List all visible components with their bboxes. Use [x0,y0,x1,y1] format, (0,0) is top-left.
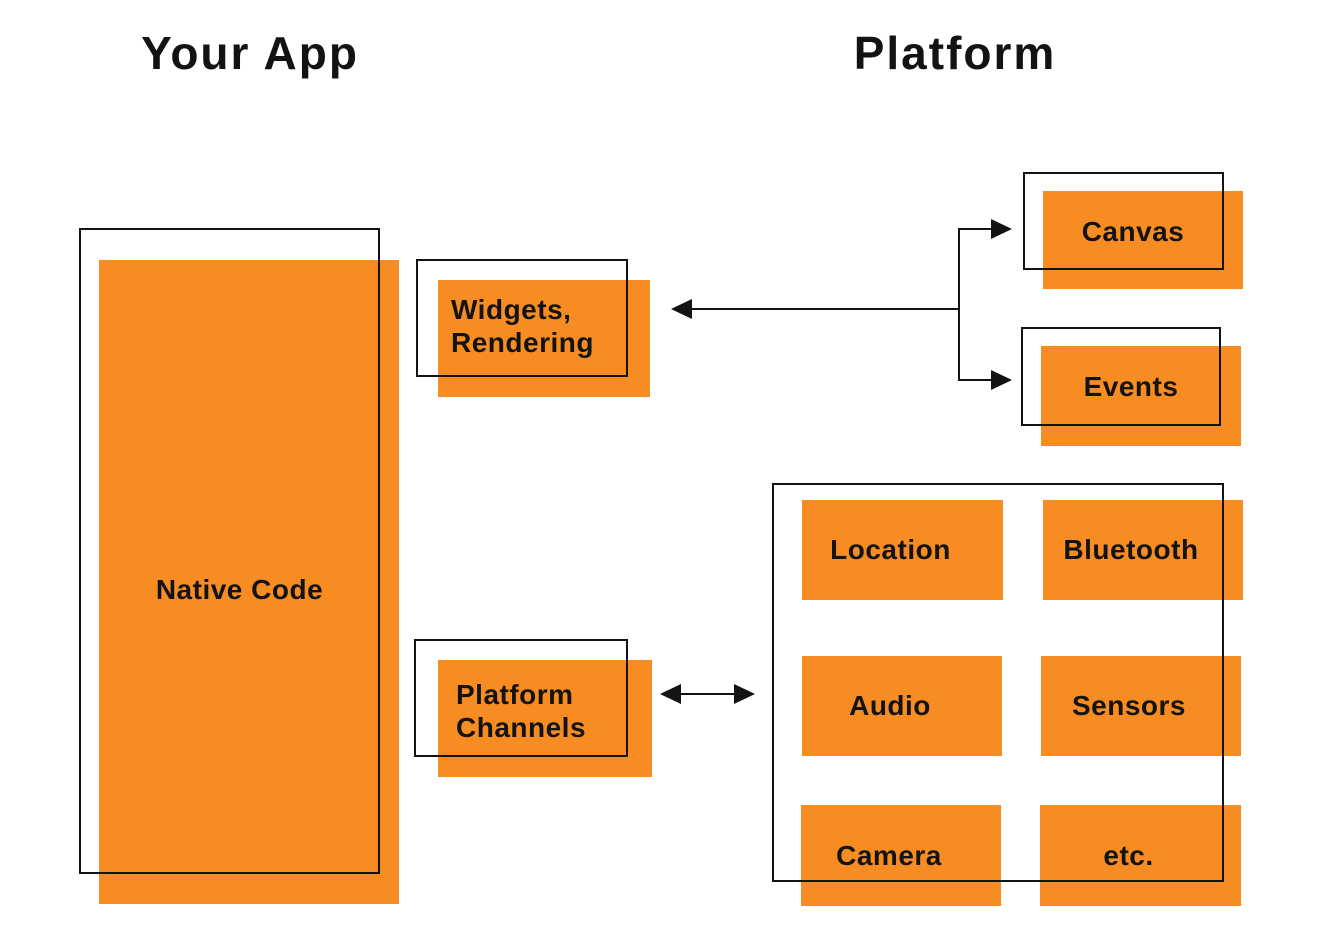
arrow-events-head-icon [991,370,1012,390]
service-box-audio: Audio [802,656,1002,756]
widgets-label-line1: Widgets, [451,294,572,325]
platform-channels-label-line1: Platform [456,679,574,710]
title-platform: Platform [853,27,1057,79]
events-box [1041,346,1241,446]
arrow-canvas-head-icon [991,219,1012,239]
widgets-rendering-label: Widgets, Rendering [451,293,594,359]
title-your-app: Your App [141,27,359,79]
arrow-channels-shaft [679,693,735,695]
native-code-label: Native Code [155,574,324,605]
arrow-events-shaft [958,379,992,381]
service-label-etc: etc. [1103,839,1154,871]
arrow-widgets-left-head-icon [671,299,692,319]
platform-channels-label-line2: Channels [456,712,587,743]
arrow-channels-left-head-icon [660,684,681,704]
native-code-box [99,260,399,904]
service-label-bluetooth: Bluetooth [1063,534,1199,565]
arrow-canvas-shaft [958,228,992,230]
events-label: Events [1083,371,1179,402]
service-label-sensors: Sensors [1072,690,1186,721]
platform-channels-label: Platform Channels [456,678,586,744]
platform-channels-box [438,660,652,777]
service-box-etc: etc. [1040,805,1241,906]
arrow-branch-vertical [958,228,960,381]
service-label-location: Location [830,534,951,565]
service-box-sensors: Sensors [1041,656,1241,756]
arrow-channels-right-head-icon [734,684,755,704]
arrow-widgets-shaft [692,308,959,310]
service-box-location: Location [802,500,1003,600]
canvas-label: Canvas [1081,216,1185,247]
service-box-bluetooth: Bluetooth [1043,500,1243,600]
service-label-audio: Audio [849,690,931,721]
service-label-camera: Camera [836,839,942,871]
widgets-label-line2: Rendering [451,327,594,358]
widgets-rendering-box [438,280,650,397]
canvas-box [1043,191,1243,289]
service-box-camera: Camera [801,805,1001,906]
